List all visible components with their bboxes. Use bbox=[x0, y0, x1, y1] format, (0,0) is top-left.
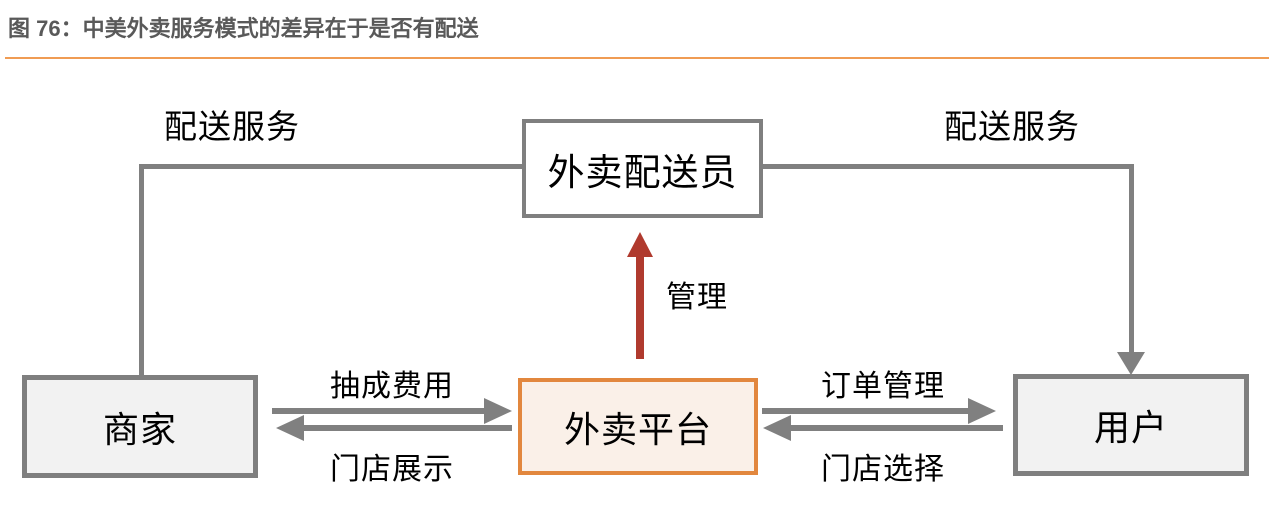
edge-label-delivery-service-right: 配送服务 bbox=[944, 108, 1080, 145]
arrow-platform-to-merchant-shaft bbox=[304, 425, 512, 431]
arrow-merchant-to-platform-shaft bbox=[272, 408, 484, 414]
node-merchant-label: 商家 bbox=[102, 408, 177, 450]
manage-arrow-shaft bbox=[636, 255, 644, 359]
connector-merchant-to-courier-vertical bbox=[139, 164, 144, 375]
connector-merchant-to-courier-horizontal bbox=[139, 164, 522, 169]
edge-label-order-management: 订单管理 bbox=[821, 370, 945, 403]
arrow-merchant-to-platform-head-icon bbox=[484, 398, 512, 424]
edge-label-store-selection: 门店选择 bbox=[821, 453, 945, 486]
edge-label-delivery-service-left: 配送服务 bbox=[164, 108, 300, 145]
connector-courier-to-user-vertical bbox=[1129, 164, 1134, 352]
arrow-user-to-platform-head-icon bbox=[763, 415, 791, 441]
title-underline bbox=[5, 57, 1269, 59]
node-user: 用户 bbox=[1013, 374, 1249, 476]
arrow-user-to-platform-shaft bbox=[791, 425, 1003, 431]
arrow-platform-to-user-shaft bbox=[762, 408, 968, 414]
arrowhead-down-into-user-icon bbox=[1117, 352, 1145, 375]
node-user-label: 用户 bbox=[1093, 407, 1168, 448]
node-courier-label: 外卖配送员 bbox=[547, 151, 738, 193]
edge-label-store-display: 门店展示 bbox=[330, 453, 454, 486]
arrow-platform-to-merchant-head-icon bbox=[276, 415, 304, 441]
edge-label-commission-fee: 抽成费用 bbox=[330, 370, 454, 403]
node-merchant: 商家 bbox=[22, 375, 258, 478]
node-platform-label: 外卖平台 bbox=[563, 408, 712, 450]
edge-label-manage: 管理 bbox=[666, 281, 728, 314]
node-platform: 外卖平台 bbox=[518, 378, 758, 475]
figure-title: 图 76：中美外卖服务模式的差异在于是否有配送 bbox=[8, 16, 479, 41]
manage-arrowhead-up-icon bbox=[627, 232, 653, 257]
node-courier: 外卖配送员 bbox=[522, 119, 763, 218]
arrow-platform-to-user-head-icon bbox=[968, 398, 996, 424]
connector-courier-to-user-horizontal bbox=[763, 164, 1134, 169]
